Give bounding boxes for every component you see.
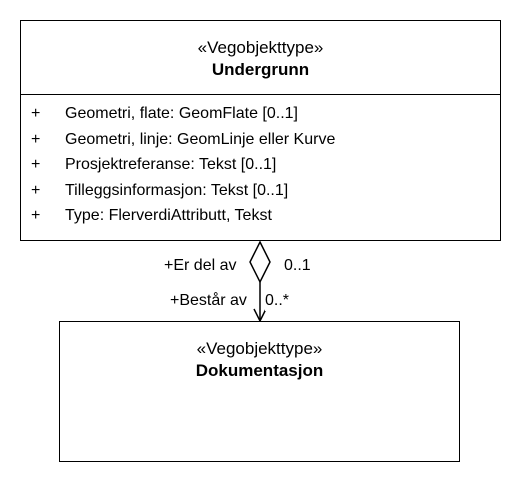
- attribute-text: Type: FlerverdiAttributt, Tekst: [65, 207, 272, 224]
- association-target-multiplicity: 0..*: [265, 291, 290, 311]
- class-dokumentasjon[interactable]: «Vegobjekttype» Dokumentasjon: [59, 321, 460, 462]
- attribute-row: + Geometri, linje: GeomLinje eller Kurve: [21, 127, 500, 153]
- association-target-role: +Består av: [170, 291, 247, 311]
- attribute-text: Tilleggsinformasjon: Tekst [0..1]: [65, 181, 289, 199]
- class-dokumentasjon-stereotype: «Vegobjekttype»: [196, 339, 323, 358]
- association-source-role: +Er del av: [164, 256, 237, 276]
- attribute-row: + Prosjektreferanse: Tekst [0..1]: [21, 152, 500, 178]
- attribute-visibility: +: [31, 207, 41, 224]
- class-undergrunn-stereotype: «Vegobjekttype»: [197, 38, 324, 57]
- aggregation-diamond-icon: [249, 240, 271, 284]
- attribute-visibility: +: [31, 181, 41, 199]
- attribute-text: Prosjektreferanse: Tekst [0..1]: [65, 156, 277, 173]
- class-undergrunn-name: Undergrunn: [211, 60, 310, 79]
- attribute-visibility: +: [31, 105, 41, 122]
- association-source-multiplicity: 0..1: [284, 256, 311, 276]
- class-dokumentasjon-name: Dokumentasjon: [195, 361, 324, 380]
- class-undergrunn[interactable]: «Vegobjekttype» Undergrunn + Geometri, f…: [20, 20, 501, 241]
- attribute-text: Geometri, linje: GeomLinje eller Kurve: [65, 130, 336, 148]
- class-undergrunn-attributes: + Geometri, flate: GeomFlate [0..1] + Ge…: [21, 95, 500, 229]
- class-dokumentasjon-header: «Vegobjekttype» Dokumentasjon: [60, 322, 459, 382]
- attribute-row: + Tilleggsinformasjon: Tekst [0..1]: [21, 178, 500, 204]
- attribute-text: Geometri, flate: GeomFlate [0..1]: [65, 105, 298, 122]
- class-undergrunn-header: «Vegobjekttype» Undergrunn: [21, 21, 500, 95]
- attribute-visibility: +: [31, 130, 41, 148]
- attribute-row: + Type: FlerverdiAttributt, Tekst: [21, 203, 500, 229]
- attribute-row: + Geometri, flate: GeomFlate [0..1]: [21, 101, 500, 127]
- attribute-visibility: +: [31, 156, 41, 173]
